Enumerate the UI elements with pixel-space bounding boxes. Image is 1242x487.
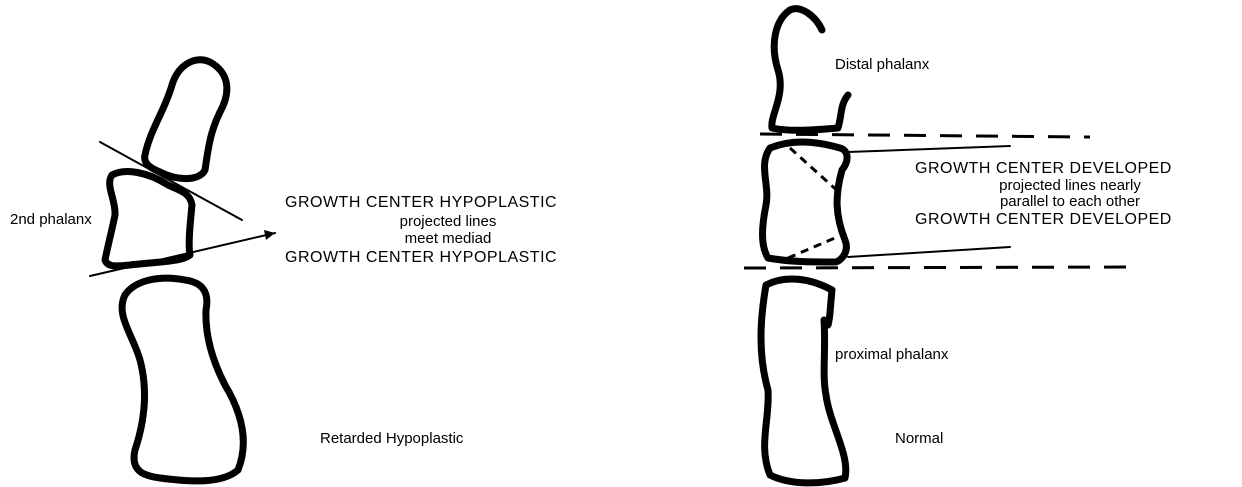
right-proximal-phalanx: [761, 279, 846, 483]
right-annotation-top: GROWTH CENTER DEVELOPED: [915, 160, 1172, 178]
left-arrowhead: [264, 230, 275, 240]
right-leader-line-upper: [848, 146, 1010, 152]
left-projected-line-upper: [100, 142, 242, 220]
right-annotation-line2: parallel to each other: [915, 193, 1225, 210]
left-annotation-bottom: GROWTH CENTER HYPOPLASTIC: [285, 249, 557, 267]
right-annotation-line1: projected lines nearly: [915, 177, 1225, 194]
right-middle-phalanx-inner-dash-lower: [788, 238, 835, 258]
second-phalanx-label: 2nd phalanx: [10, 211, 92, 228]
left-annotation-top: GROWTH CENTER HYPOPLASTIC: [285, 194, 557, 212]
distal-phalanx-label: Distal phalanx: [835, 56, 929, 73]
left-annotation-line2: meet mediad: [285, 230, 611, 247]
left-caption: Retarded Hypoplastic: [320, 430, 463, 447]
proximal-phalanx-label: proximal phalanx: [835, 346, 948, 363]
right-finger: [744, 9, 1140, 483]
left-proximal-phalanx: [122, 278, 243, 481]
right-leader-line-lower: [848, 247, 1010, 257]
left-annotation-line1: projected lines: [285, 213, 611, 230]
right-annotation-bottom: GROWTH CENTER DEVELOPED: [915, 211, 1172, 229]
right-caption: Normal: [895, 430, 943, 447]
right-dashed-line-lower: [744, 267, 1140, 268]
left-finger: [90, 60, 275, 481]
right-middle-phalanx-inner-dash-upper: [790, 148, 842, 195]
right-distal-phalanx-tip: [790, 9, 822, 30]
right-dashed-line-upper: [760, 134, 1090, 137]
left-projected-line-lower: [90, 233, 275, 276]
left-distal-phalanx: [145, 60, 227, 179]
